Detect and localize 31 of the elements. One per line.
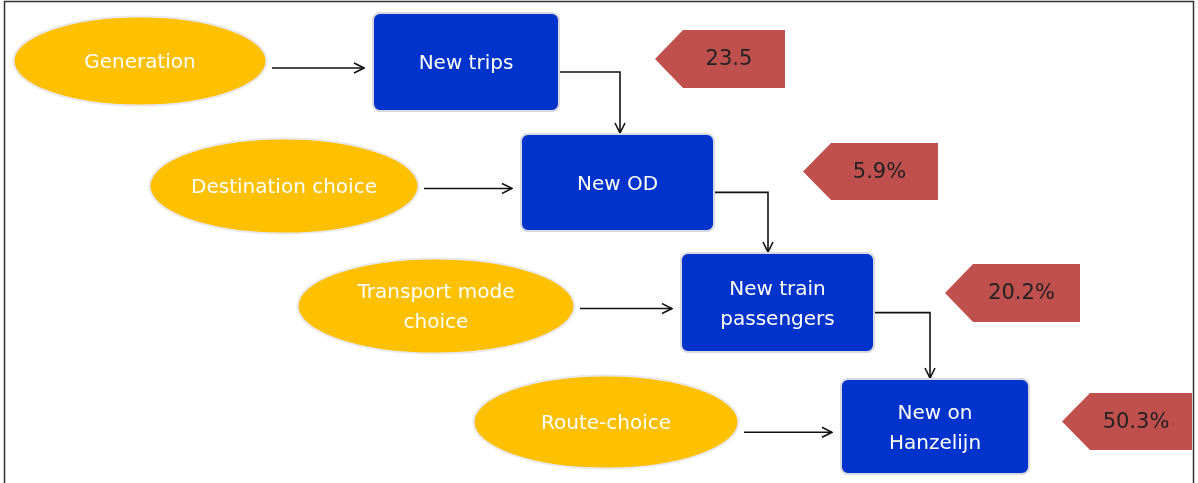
input-ellipse	[296, 257, 576, 355]
node-label: Generation	[84, 48, 196, 75]
node-label: New train passengers	[719, 274, 836, 332]
process-box	[372, 12, 560, 112]
arrow	[423, 182, 513, 195]
process-box	[680, 252, 875, 353]
value-label: 23.5	[704, 45, 753, 73]
value-tag	[803, 143, 938, 200]
arrow	[743, 426, 833, 439]
node-label: Transport mode choice	[356, 278, 516, 335]
value-tag	[655, 30, 785, 88]
arrow	[579, 302, 673, 315]
input-ellipse	[148, 137, 420, 235]
value-tag	[1062, 393, 1192, 450]
process-box	[840, 378, 1030, 475]
arrow	[714, 191, 774, 253]
node-label: New OD	[576, 169, 659, 197]
node-label: New trips	[418, 49, 514, 76]
value-label: 5.9%	[851, 157, 907, 185]
node-label: Route-choice	[540, 409, 671, 436]
node-label: Destination choice	[191, 173, 377, 200]
arrow	[874, 311, 936, 379]
value-tag	[945, 264, 1080, 322]
input-ellipse	[12, 15, 268, 107]
value-label: 50.3%	[1101, 407, 1170, 435]
arrow	[559, 71, 626, 134]
node-label: New on Hanzelijn	[887, 398, 983, 456]
arrow	[271, 62, 365, 74]
input-ellipse	[472, 374, 740, 470]
process-box	[520, 133, 715, 232]
value-label: 20.2%	[987, 279, 1055, 307]
